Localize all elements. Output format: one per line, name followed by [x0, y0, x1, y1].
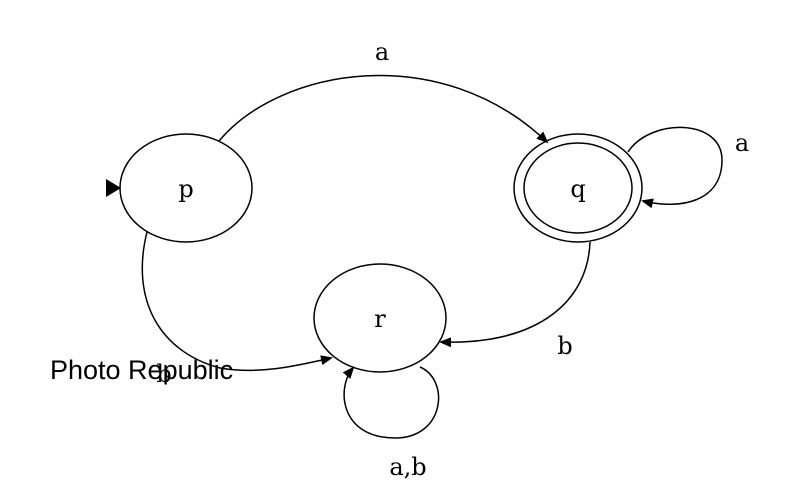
edge-p-to-r [141, 231, 333, 372]
edge-q-to-r-label: b [557, 332, 572, 360]
initial-arrowhead [106, 179, 121, 197]
edge-p-to-q-label: a [375, 38, 389, 66]
state-p-circle [119, 133, 253, 243]
state-q: q [513, 133, 643, 243]
state-p: p [119, 133, 253, 243]
edge-r-self-loop [342, 366, 440, 439]
state-r: r [313, 263, 447, 373]
state-r-label: r [374, 305, 386, 333]
state-q-outer-circle [513, 133, 643, 243]
watermark-text: Photo Republic [50, 355, 233, 385]
state-r-circle [313, 263, 447, 373]
state-q-label: q [570, 175, 585, 203]
edge-q-to-r [439, 241, 591, 348]
edge-q-self-loop [627, 126, 723, 209]
state-p-label: p [178, 175, 193, 203]
edge-q-self-loop-label: a [735, 129, 749, 157]
edge-p-to-r-label: b [156, 360, 171, 388]
edge-r-self-loop-label: a,b [389, 453, 426, 481]
state-q-inner-circle [523, 142, 633, 234]
edge-p-to-q [218, 74, 549, 144]
